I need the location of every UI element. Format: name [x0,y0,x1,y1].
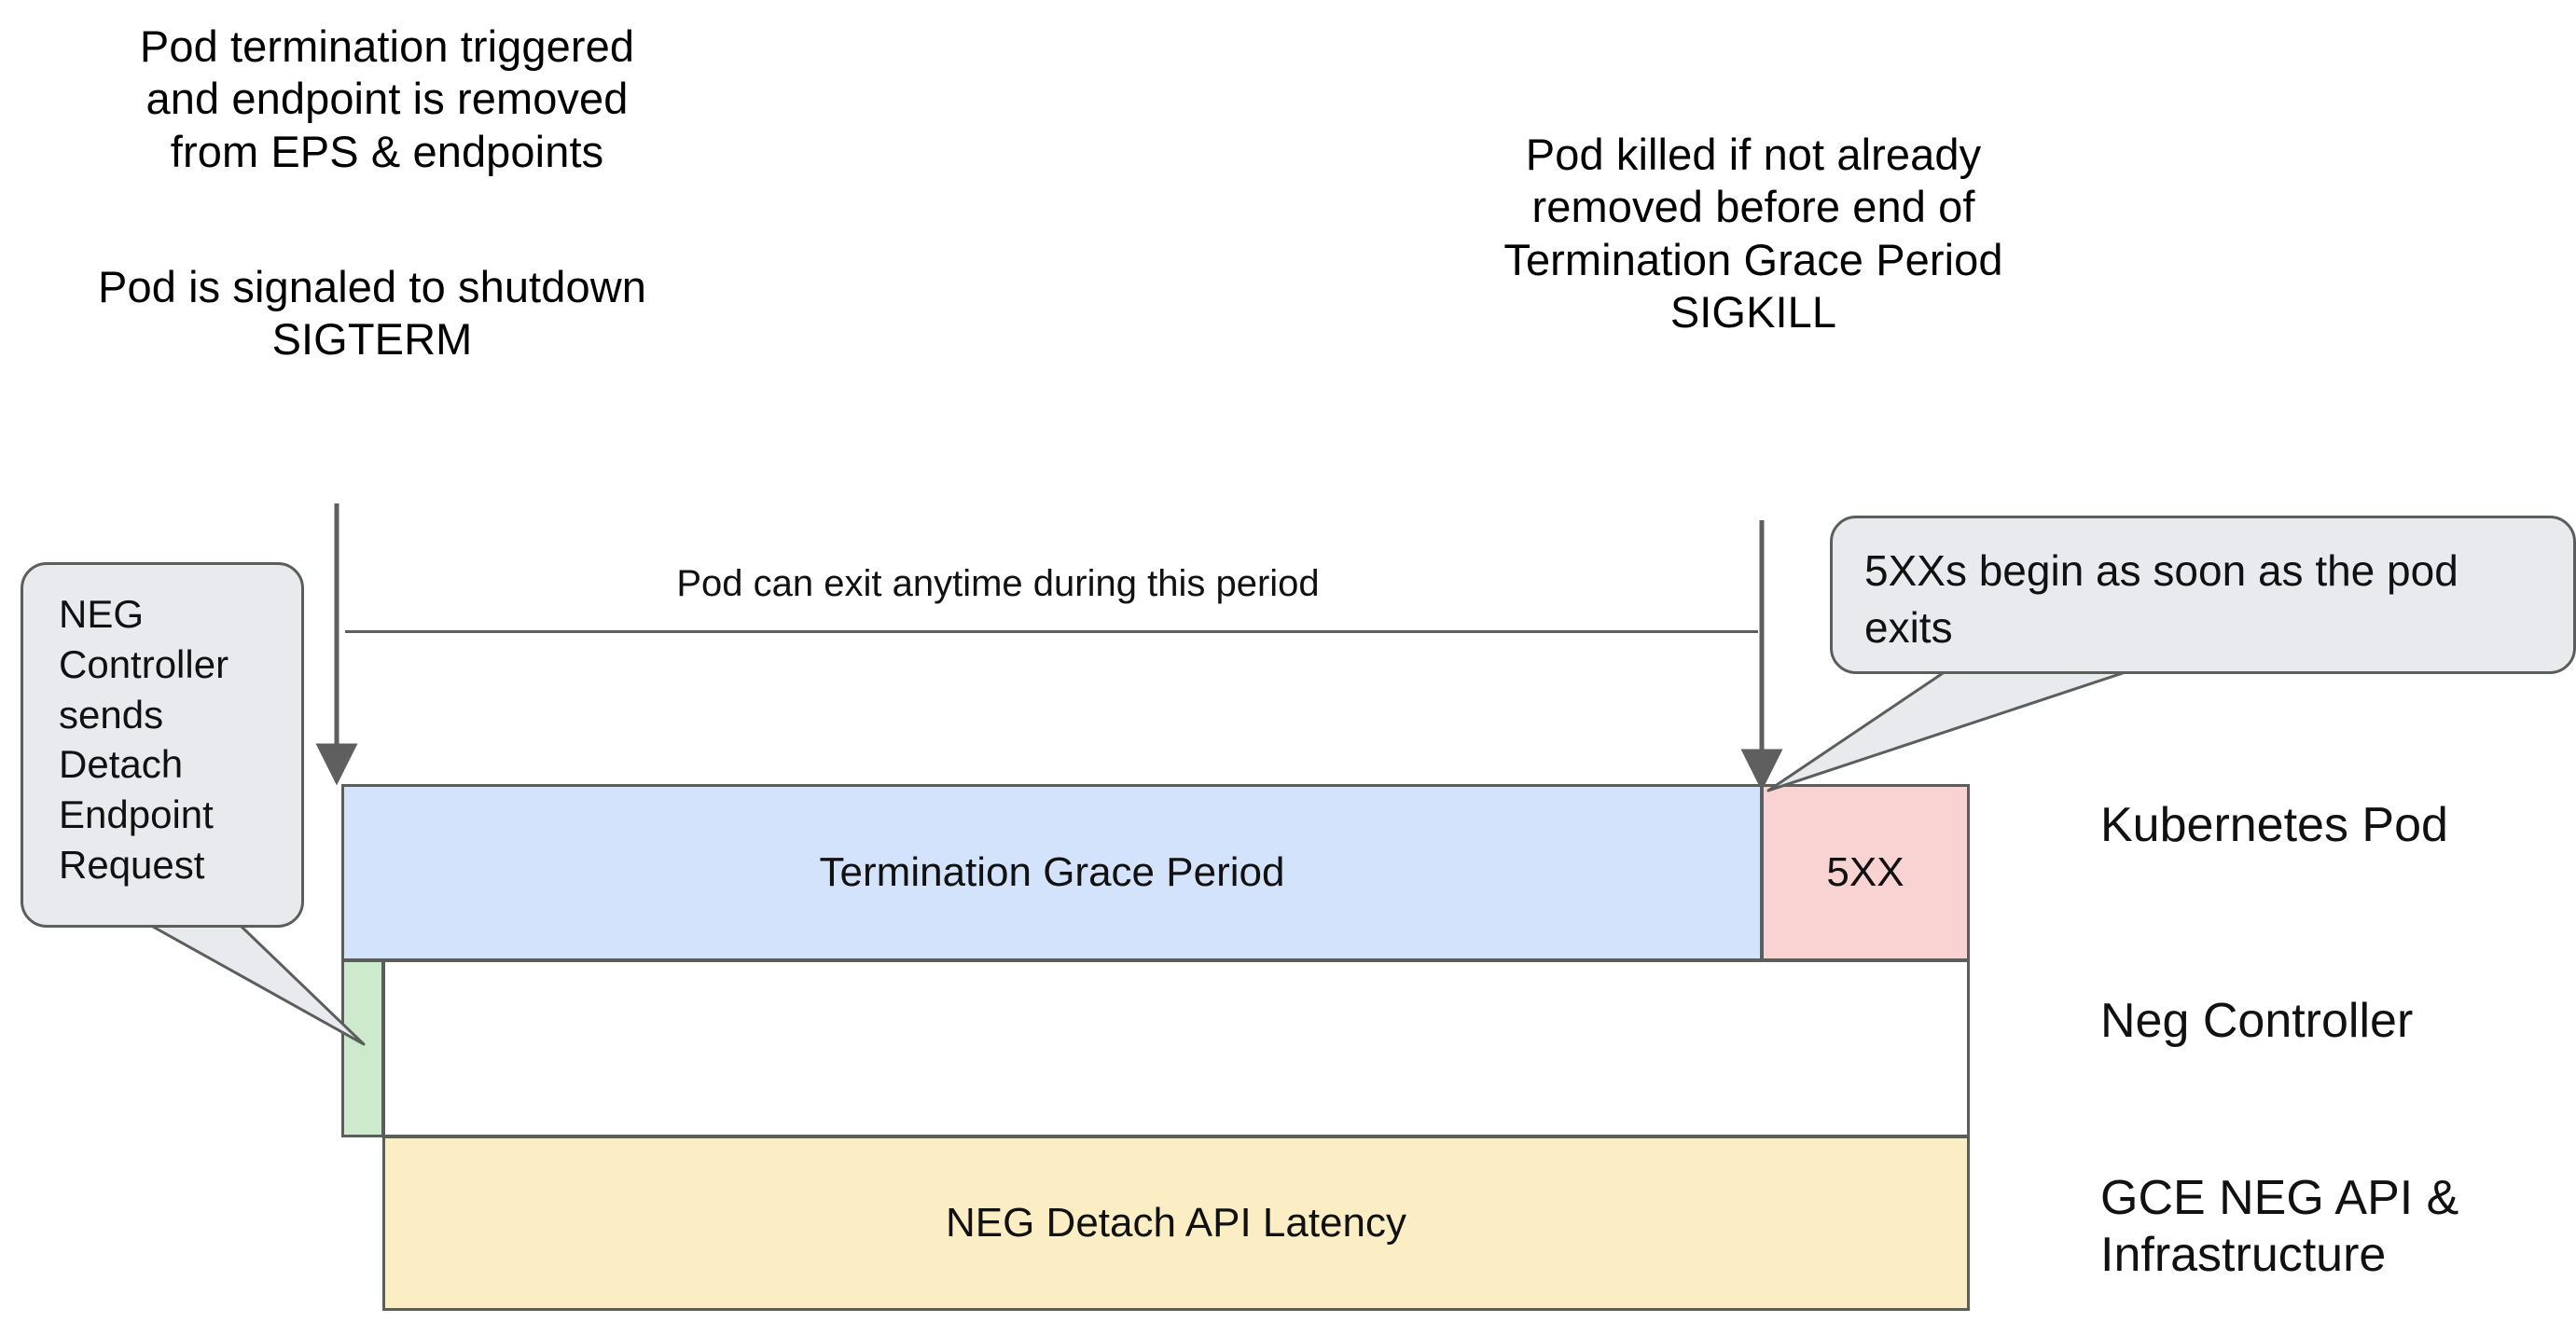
bar-neg-controller-idle [382,959,1970,1137]
bar-5xx: 5XX [1761,784,1970,961]
five-xx-callout: 5XXs begin as soon as the pod exits [1830,516,2576,674]
bar-termination-grace-period: Termination Grace Period [341,784,1763,961]
lane-label-neg-controller: Neg Controller [2100,994,2414,1048]
lane-label-kubernetes-pod: Kubernetes Pod [2100,798,2448,852]
bar-neg-detach-trigger [341,959,384,1137]
bar-neg-detach-api-latency: NEG Detach API Latency [382,1136,1970,1311]
pod-termination-note: Pod termination triggered and endpoint i… [139,21,635,176]
lane-label-gce-neg-api: GCE NEG API & Infrastructure [2100,1171,2459,1283]
pod-sigkill-note: Pod killed if not already removed before… [1503,130,2003,337]
span-rule-line [345,630,1758,633]
five-xx-callout-tail [1766,662,2147,792]
span-caption: Pod can exit anytime during this period [676,563,1320,604]
neg-callout-tail [119,907,366,1046]
neg-detach-callout: NEG Controller sends Detach Endpoint Req… [21,562,304,928]
pod-sigterm-note: Pod is signaled to shutdown SIGTERM [98,262,646,365]
